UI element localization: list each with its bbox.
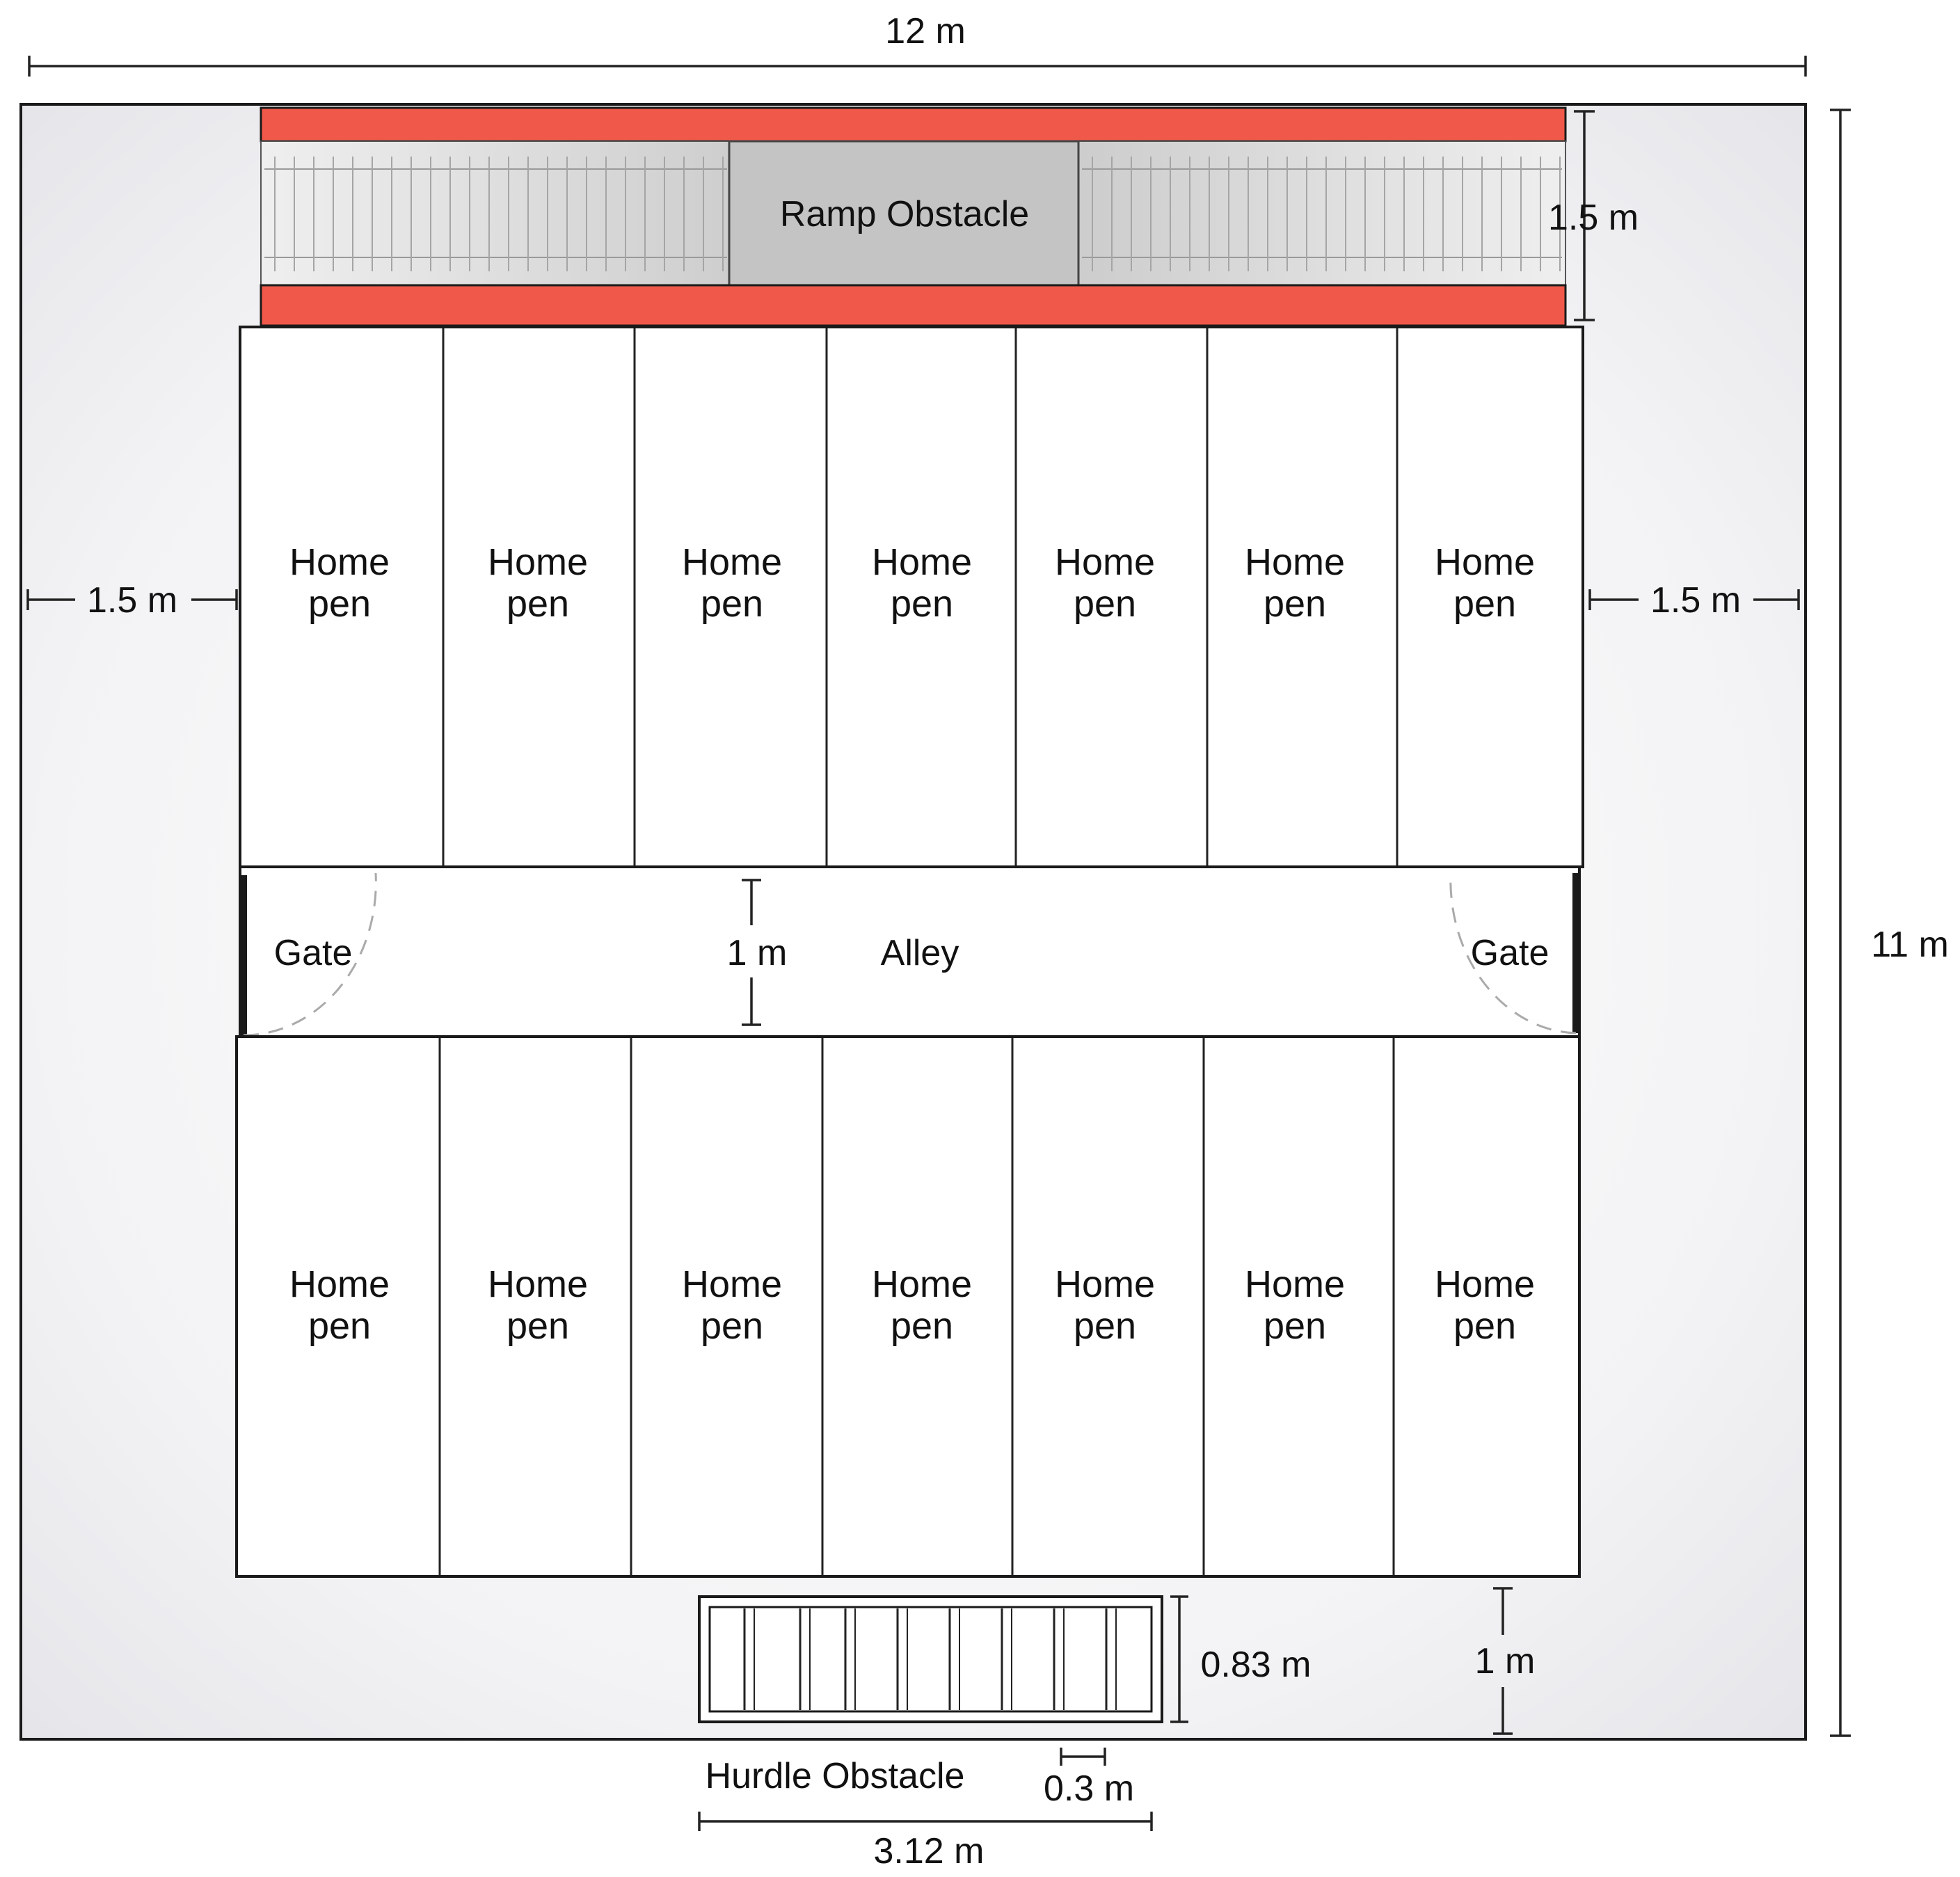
ramp-label: Ramp Obstacle — [780, 194, 1029, 234]
total-height-label: 11 m — [1871, 925, 1949, 965]
dimension-total-height: 11 m — [1830, 109, 1949, 1737]
top-pen-7-label: Home — [1435, 541, 1535, 583]
hurdle-bars — [743, 1608, 1117, 1710]
bottom-pen-7-sublabel: pen — [1453, 1305, 1516, 1347]
dimension-total-width: 12 m — [28, 11, 1807, 77]
top-pen-7-sublabel: pen — [1453, 583, 1516, 625]
dimension-hurdle-clearance: 1 m — [1475, 1587, 1536, 1735]
bottom-pen-5-label: Home — [1055, 1263, 1155, 1305]
gate-right-label: Gate — [1471, 933, 1549, 973]
hurdle-obstacle: Hurdle Obstacle — [698, 1595, 1163, 1796]
dimension-alley-width: 1 m — [727, 879, 788, 1026]
hurdle-frame-inner — [708, 1606, 1153, 1713]
bottom-pen-6-sublabel: pen — [1264, 1305, 1326, 1347]
ramp-platform — [728, 140, 1080, 287]
bottom-pen-2-sublabel: pen — [507, 1305, 569, 1347]
top-pen-5-sublabel: pen — [1074, 583, 1136, 625]
gate-right-swing — [1449, 872, 1577, 1035]
bottom-pen-4-label: Home — [872, 1263, 972, 1305]
dimension-ramp-width: 1.5 m — [1548, 110, 1639, 321]
top-pen-3-sublabel: pen — [701, 583, 763, 625]
bottom-pen-6-label: Home — [1245, 1263, 1345, 1305]
alley: Gate Gate Alley 1 m — [239, 865, 1581, 1038]
hurdle-length-label: 3.12 m — [874, 1831, 985, 1871]
alley-label: Alley — [881, 933, 959, 973]
bottom-pen-3-sublabel: pen — [701, 1305, 763, 1347]
top-pen-row: Home pen Home pen Home pen Home pen Home… — [239, 326, 1584, 868]
top-pen-1-label: Home — [289, 541, 390, 583]
bottom-pen-1-sublabel: pen — [308, 1305, 371, 1347]
hurdle-frame-outer — [698, 1595, 1163, 1723]
dimension-left-margin: 1.5 m — [26, 580, 238, 621]
top-pen-5-label: Home — [1055, 541, 1155, 583]
top-pen-2-label: Home — [488, 541, 588, 583]
gate-left-label: Gate — [274, 933, 353, 973]
hurdle-spacing-label: 0.3 m — [1044, 1768, 1134, 1809]
ramp-rail-top — [260, 106, 1567, 143]
bottom-pen-2-label: Home — [488, 1263, 588, 1305]
dimension-hurdle-spacing: 0.3 m — [1044, 1748, 1134, 1809]
top-pen-4-sublabel: pen — [891, 583, 953, 625]
total-width-label: 12 m — [885, 11, 966, 51]
bottom-pen-1-label: Home — [289, 1263, 390, 1305]
top-pen-4-label: Home — [872, 541, 972, 583]
ramp-slats — [264, 157, 1562, 271]
alley-width-label: 1 m — [727, 933, 788, 973]
hurdle-label: Hurdle Obstacle — [706, 1756, 965, 1796]
top-pen-labels: Home pen Home pen Home pen Home pen Home… — [289, 541, 1535, 625]
hurdle-width-label: 0.83 m — [1201, 1645, 1312, 1685]
ramp-rail-bottom — [260, 284, 1567, 327]
gate-left-swing — [243, 872, 377, 1037]
top-pen-2-sublabel: pen — [507, 583, 569, 625]
dimension-right-margin: 1.5 m — [1588, 580, 1800, 621]
bottom-pen-5-sublabel: pen — [1074, 1305, 1136, 1347]
right-margin-label: 1.5 m — [1650, 580, 1741, 621]
ramp-width-label: 1.5 m — [1548, 198, 1639, 238]
top-pen-6-sublabel: pen — [1264, 583, 1326, 625]
bottom-pen-7-label: Home — [1435, 1263, 1535, 1305]
bottom-pen-labels: Home pen Home pen Home pen Home pen Home… — [289, 1263, 1535, 1347]
dimension-hurdle-width: 0.83 m — [1170, 1595, 1312, 1723]
hurdle-clearance-label: 1 m — [1475, 1641, 1536, 1682]
ramp-obstacle: Ramp Obstacle — [260, 106, 1567, 327]
top-pen-dividers — [442, 328, 1399, 865]
top-pen-1-sublabel: pen — [308, 583, 371, 625]
dimension-hurdle-length: 3.12 m — [698, 1812, 1153, 1871]
top-pen-3-label: Home — [682, 541, 782, 583]
bottom-pen-3-label: Home — [682, 1263, 782, 1305]
bottom-pen-row: Home pen Home pen Home pen Home pen Home… — [235, 1035, 1581, 1578]
bottom-pen-4-sublabel: pen — [891, 1305, 953, 1347]
left-margin-label: 1.5 m — [87, 580, 177, 621]
bottom-pen-dividers — [438, 1038, 1395, 1575]
top-pen-6-label: Home — [1245, 541, 1345, 583]
